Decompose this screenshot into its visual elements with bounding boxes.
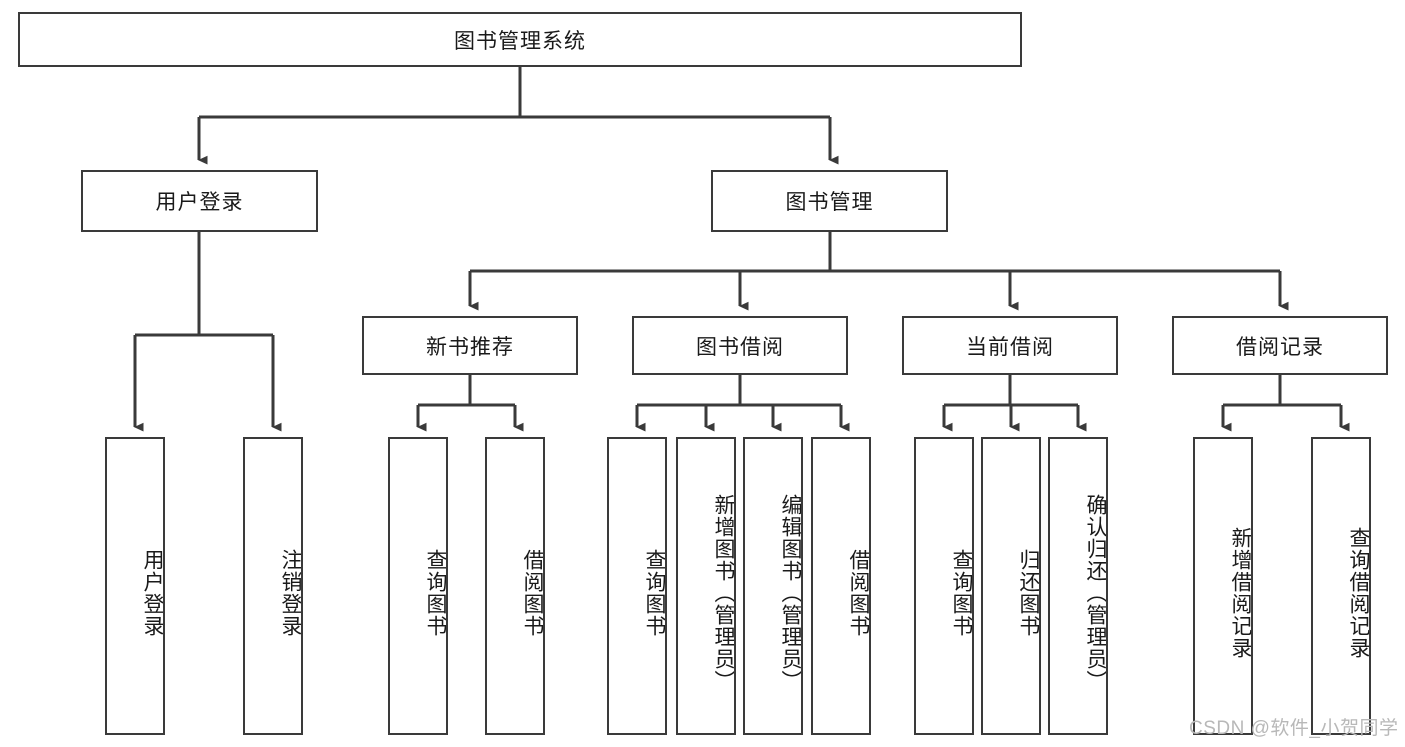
- node-borrow-record-label: 借阅记录: [1236, 335, 1324, 359]
- node-current-borrow-label: 当前借阅: [966, 335, 1054, 359]
- leaf-add-book-admin-label: 新增图书（管理员）: [712, 494, 735, 692]
- node-book-management-label: 图书管理: [785, 191, 874, 214]
- leaf-add-borrow-record[interactable]: 新增借阅记录: [1193, 437, 1253, 735]
- leaf-add-book-admin[interactable]: 新增图书（管理员）: [676, 437, 736, 735]
- node-book-borrow[interactable]: 图书借阅: [632, 316, 848, 375]
- leaf-confirm-return-admin-label: 确认归还（管理员）: [1084, 494, 1107, 692]
- node-new-book-recommend-label: 新书推荐: [426, 335, 514, 359]
- leaf-query-book-borrow-label: 查询图书: [643, 549, 666, 637]
- leaf-edit-book-admin-label: 编辑图书（管理员）: [779, 494, 802, 692]
- node-root[interactable]: 图书管理系统: [18, 12, 1022, 67]
- leaf-logout[interactable]: 注销登录: [243, 437, 303, 735]
- node-new-book-recommend[interactable]: 新书推荐: [362, 316, 578, 375]
- leaf-query-book-current[interactable]: 查询图书: [914, 437, 974, 735]
- leaf-borrow-book[interactable]: 借阅图书: [811, 437, 871, 735]
- leaf-confirm-return-admin[interactable]: 确认归还（管理员）: [1048, 437, 1108, 735]
- node-user-login[interactable]: 用户登录: [81, 170, 318, 232]
- node-book-borrow-label: 图书借阅: [696, 335, 784, 359]
- leaf-borrow-book-recommend-label: 借阅图书: [521, 549, 544, 637]
- node-borrow-record[interactable]: 借阅记录: [1172, 316, 1388, 375]
- leaf-query-borrow-record-label: 查询借阅记录: [1347, 527, 1370, 659]
- node-book-management[interactable]: 图书管理: [711, 170, 948, 232]
- leaf-query-book-current-label: 查询图书: [950, 549, 973, 637]
- node-root-label: 图书管理系统: [454, 29, 586, 53]
- leaf-query-borrow-record[interactable]: 查询借阅记录: [1311, 437, 1371, 735]
- leaf-borrow-book-recommend[interactable]: 借阅图书: [485, 437, 545, 735]
- leaf-query-book-recommend-label: 查询图书: [424, 549, 447, 637]
- leaf-borrow-book-label: 借阅图书: [847, 549, 870, 637]
- node-current-borrow[interactable]: 当前借阅: [902, 316, 1118, 375]
- leaf-user-login[interactable]: 用户登录: [105, 437, 165, 735]
- leaf-edit-book-admin[interactable]: 编辑图书（管理员）: [743, 437, 803, 735]
- leaf-user-login-label: 用户登录: [141, 549, 164, 637]
- leaf-query-book-recommend[interactable]: 查询图书: [388, 437, 448, 735]
- node-user-login-label: 用户登录: [155, 191, 244, 214]
- csdn-watermark: CSDN @软件_小贺同学: [1189, 718, 1399, 739]
- leaf-return-book-label: 归还图书: [1017, 549, 1040, 637]
- leaf-logout-label: 注销登录: [279, 549, 302, 637]
- leaf-query-book-borrow[interactable]: 查询图书: [607, 437, 667, 735]
- leaf-add-borrow-record-label: 新增借阅记录: [1229, 527, 1252, 659]
- leaf-return-book[interactable]: 归还图书: [981, 437, 1041, 735]
